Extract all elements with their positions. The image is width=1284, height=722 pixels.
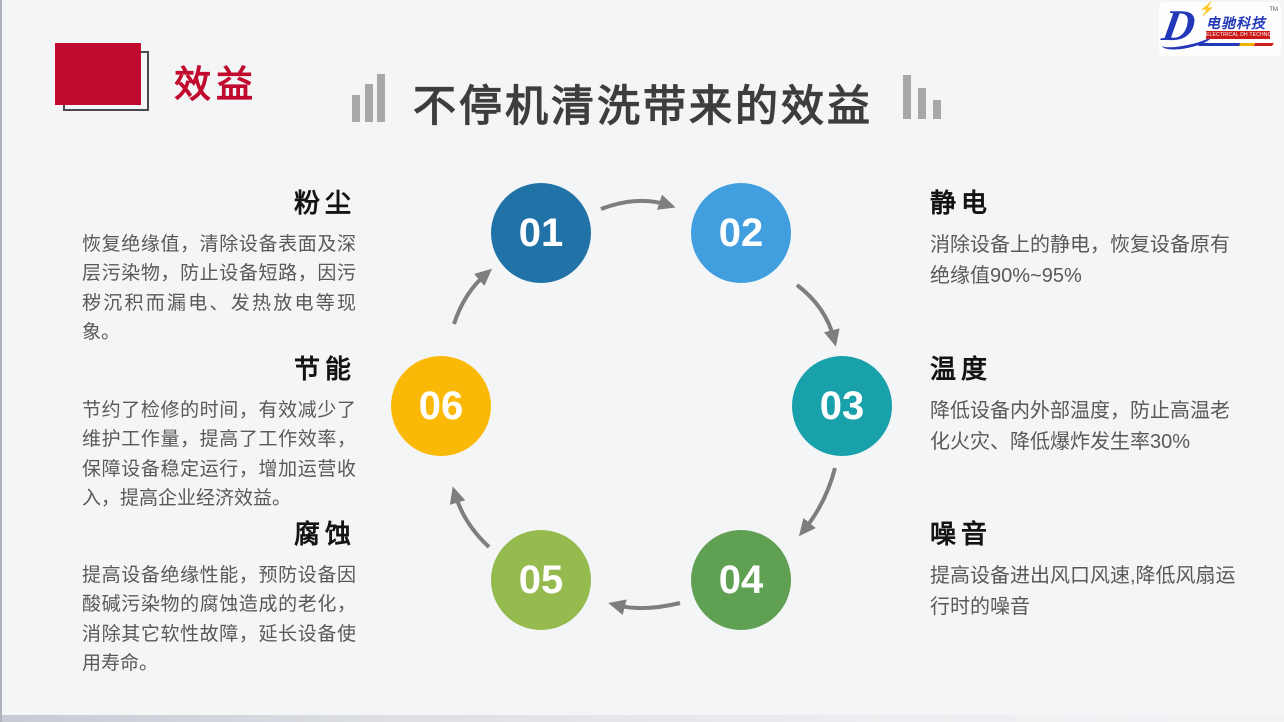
section-title: 效益 (174, 64, 258, 105)
section-marker (55, 43, 141, 105)
benefit-body: 恢复绝缘值，清除设备表面及深层污染物，防止设备短路，因污秽沉积而漏电、发热放电等… (82, 234, 356, 344)
arrow-01-02 (600, 194, 676, 211)
arrow-03-04 (798, 467, 837, 537)
benefit-body: 节约了检修的时间，有效减少了维护工作量，提高了工作效率，保障设备稳定运行，增加运… (82, 400, 356, 510)
benefit-energy-saving: 节能 节约了检修的时间，有效减少了维护工作量，提高了工作效率，保障设备稳定运行，… (82, 349, 356, 514)
benefit-noise: 噪音 提高设备进出风口风速,降低风扇运行时的噪音 (930, 514, 1248, 623)
benefit-title: 节能 (293, 354, 356, 384)
step-circle-03: 03 (792, 356, 892, 456)
equalizer-bars-right-icon (903, 75, 941, 119)
step-circle-06: 06 (391, 356, 491, 456)
arrow-06-01 (452, 268, 493, 325)
trademark-symbol: TM (1269, 7, 1278, 13)
benefit-corrosion: 腐蚀 提高设备绝缘性能，预防设备因酸碱污染物的腐蚀造成的老化，消除其它软性故障，… (82, 514, 356, 679)
step-circle-02: 02 (691, 183, 791, 283)
equalizer-bars-left-icon (352, 74, 385, 122)
step-number: 01 (518, 210, 564, 255)
benefit-temperature: 温度 降低设备内外部温度，防止高温老化火灾、降低爆炸发生率30% (930, 349, 1248, 458)
benefit-title: 噪音 (930, 519, 993, 549)
step-number: 06 (418, 383, 464, 428)
lightning-icon: ⚡ (1199, 1, 1216, 16)
benefit-title: 腐蚀 (293, 519, 356, 549)
benefit-body: 提高设备绝缘性能，预防设备因酸碱污染物的腐蚀造成的老化，消除其它软性故障，延长设… (82, 565, 356, 675)
logo-tricolor-stripe (1198, 43, 1274, 46)
step-number: 02 (718, 210, 764, 255)
benefit-body: 提高设备进出风口风速,降低风扇运行时的噪音 (930, 565, 1236, 618)
step-number: 04 (718, 557, 764, 602)
step-circle-05: 05 (491, 530, 591, 630)
benefit-title: 温度 (930, 354, 993, 384)
logo-tagline: ELECTRICAL DH TECHNOLOGY (1206, 31, 1270, 39)
arrow-05-06 (449, 486, 491, 549)
benefit-body: 消除设备上的静电，恢复设备原有绝缘值90%~95% (930, 234, 1230, 287)
arrow-02-03 (795, 283, 840, 347)
step-circle-04: 04 (691, 530, 791, 630)
benefit-title: 静电 (930, 188, 993, 218)
benefit-body: 降低设备内外部温度，防止高温老化火灾、降低爆炸发生率30% (930, 400, 1230, 453)
bottom-edge-strip (2, 715, 1284, 722)
benefit-title: 粉尘 (293, 188, 356, 218)
step-circle-01: 01 (491, 183, 591, 283)
benefit-dust: 粉尘 恢复绝缘值，清除设备表面及深层污染物，防止设备短路，因污秽沉积而漏电、发热… (82, 183, 356, 348)
slide-title: 不停机清洗带来的效益 (413, 83, 873, 131)
benefit-static-electricity: 静电 消除设备上的静电，恢复设备原有绝缘值90%~95% (930, 183, 1248, 292)
step-number: 03 (819, 383, 865, 428)
logo-brand-name: 电驰科技 (1206, 15, 1266, 31)
company-logo: D ⚡ 电驰科技 TM ELECTRICAL DH TECHNOLOGY (1159, 1, 1281, 56)
arrow-04-05 (608, 599, 681, 616)
step-number: 05 (518, 557, 564, 602)
